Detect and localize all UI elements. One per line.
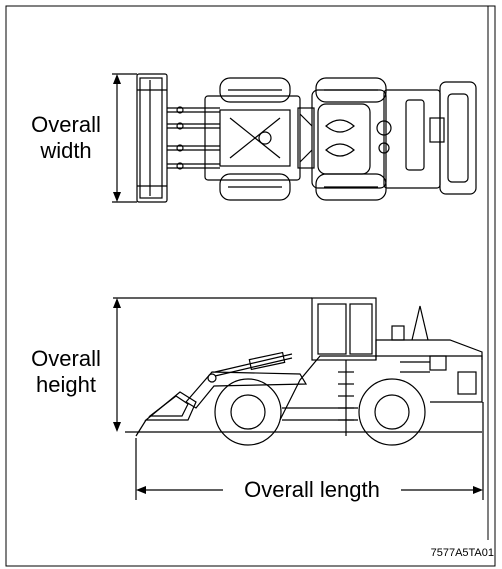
top-front-wheel-lower — [219, 173, 291, 201]
top-rear-wheel-lower — [315, 173, 387, 201]
top-front-wheel-upper — [219, 77, 291, 103]
top-counterweight — [439, 81, 477, 195]
figure-code: 7577A5TA01 — [430, 547, 494, 559]
overall-width-label-line2: width — [40, 138, 92, 163]
overall-height-dimension — [113, 297, 312, 432]
top-view-loader — [136, 73, 477, 203]
side-cab — [311, 297, 377, 361]
overall-height-label: Overall height — [20, 346, 112, 398]
side-rear-wheel — [358, 378, 426, 446]
overall-height-label-line2: height — [36, 372, 96, 397]
side-view-loader — [125, 297, 483, 446]
side-front-wheel — [214, 378, 282, 446]
overall-width-label: Overall width — [20, 112, 112, 164]
overall-width-dimension — [112, 73, 137, 203]
frame-border — [5, 5, 496, 567]
top-bucket — [136, 73, 168, 203]
overall-length-dimension — [135, 402, 484, 500]
overall-width-label-line1: Overall — [31, 112, 101, 137]
overall-height-label-line1: Overall — [31, 346, 101, 371]
overall-length-label: Overall length — [244, 477, 380, 502]
